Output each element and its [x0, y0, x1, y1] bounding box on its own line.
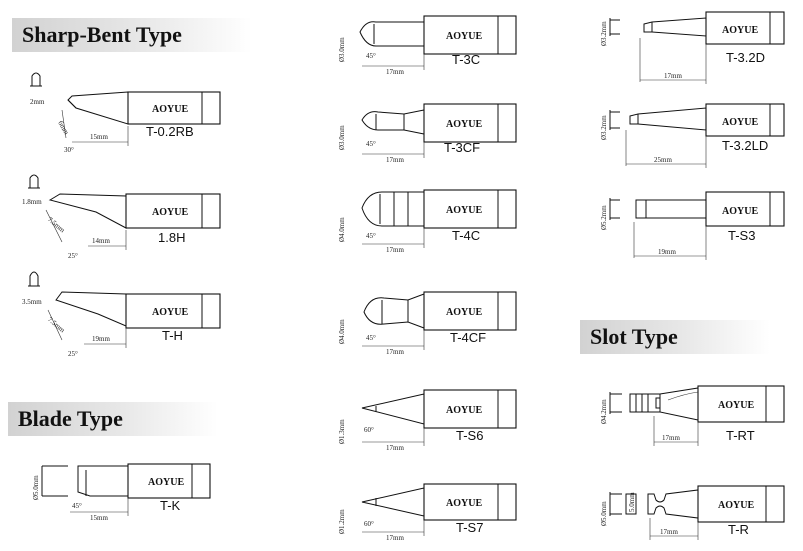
dim-angle: 45°	[366, 334, 376, 342]
dim-angle: 25°	[68, 350, 78, 358]
brand-logo: AOYUE	[718, 500, 754, 511]
tip-t32ld: Ø3.2mm AOYUE 25mm T-3.2LD	[594, 94, 790, 174]
model-label: T-RT	[726, 428, 755, 443]
model-label: T-R	[728, 522, 749, 537]
dim-length: 17mm	[660, 528, 678, 536]
dim-length: 17mm	[386, 68, 404, 76]
tip-t3cf: Ø3.0mm AOYUE 45° 17mm T-3CF	[332, 96, 522, 168]
dim-angle: 45°	[366, 140, 376, 148]
dim-length: 14mm	[92, 237, 110, 245]
brand-logo: AOYUE	[152, 307, 188, 318]
dim-tip-width: 3.5mm	[22, 298, 42, 306]
model-label: T-4CF	[450, 330, 487, 345]
brand-logo: AOYUE	[446, 119, 482, 130]
tip-ts6: Ø1.3mm AOYUE 60° 17mm T-S6	[332, 384, 522, 460]
model-label: T-0.2RB	[146, 124, 194, 139]
dim-length: 15mm	[90, 514, 108, 522]
dim-length: 15mm	[90, 133, 108, 141]
brand-logo: AOYUE	[446, 307, 482, 318]
tip-t4c: Ø4.0mm AOYUE 45° 17mm T-4C	[332, 184, 522, 260]
dim-length: 17mm	[662, 434, 680, 442]
brand-logo: AOYUE	[148, 477, 184, 488]
dim-angle: 45°	[366, 232, 376, 240]
dim-diameter: Ø4.2mm	[600, 399, 608, 424]
dim-diameter: Ø5.0mm	[600, 501, 608, 526]
model-label: 1.8H	[158, 230, 186, 245]
dim-diameter: Ø4.0mm	[338, 319, 346, 344]
brand-logo: AOYUE	[152, 207, 188, 218]
dim-diameter: Ø4.0mm	[338, 217, 346, 242]
tip-18h: 1.8mm AOYUE 7.5mm 14mm 25° 1.8H	[22, 170, 227, 265]
dim-angle: 60°	[364, 520, 374, 528]
section-title-sharp-bent: Sharp-Bent Type	[12, 18, 252, 52]
dim-diameter: Ø3.0mm	[338, 37, 346, 62]
brand-logo: AOYUE	[446, 205, 482, 216]
dim-length: 19mm	[658, 248, 676, 256]
dim-length: 17mm	[386, 348, 404, 356]
brand-logo: AOYUE	[152, 104, 188, 115]
model-label: T-S7	[456, 520, 484, 535]
model-label: T-H	[162, 328, 183, 343]
dim-length: 17mm	[664, 72, 682, 80]
model-label: T-3.2LD	[722, 138, 769, 153]
brand-logo: AOYUE	[722, 25, 758, 36]
brand-logo: AOYUE	[722, 117, 758, 128]
dim-bend-length: 7.5mm	[46, 216, 67, 235]
dim-diameter: Ø3.0mm	[338, 125, 346, 150]
dim-tip-width: 2mm	[30, 98, 45, 106]
tip-tk: Ø5.0mm AOYUE 45° 15mm T-K	[28, 452, 228, 532]
dim-length: 25mm	[654, 156, 672, 164]
dim-diameter: Ø3.2mm	[600, 115, 608, 140]
dim-length: 17mm	[386, 444, 404, 452]
dim-length: 17mm	[386, 246, 404, 254]
dim-diameter: Ø1.3mm	[338, 419, 346, 444]
dim-length: 19mm	[92, 335, 110, 343]
section-title-blade: Blade Type	[8, 402, 218, 436]
dim-diameter: Ø5.2mm	[600, 205, 608, 230]
dim-bend-length: 7.5mm	[46, 316, 67, 335]
dim-diameter: Ø1.2mm	[338, 509, 346, 534]
brand-logo: AOYUE	[722, 206, 758, 217]
dim-angle: 60°	[364, 426, 374, 434]
tip-tr: Ø5.0mm 5.0mm AOYUE 17mm T-R	[594, 476, 790, 550]
dim-length: 17mm	[386, 156, 404, 164]
model-label: T-S3	[728, 228, 756, 243]
tip-t3c: Ø3.0mm AOYUE 45° 17mm T-3C	[332, 8, 522, 80]
tip-ts3: Ø5.2mm AOYUE 19mm T-S3	[594, 184, 790, 264]
brand-logo: AOYUE	[718, 400, 754, 411]
tip-ts7: Ø1.2mm AOYUE 60° 17mm T-S7	[332, 476, 522, 550]
model-label: T-3CF	[444, 140, 481, 155]
dim-diameter: Ø5.0mm	[32, 475, 40, 500]
dim-angle: 25°	[68, 252, 78, 260]
tip-trt: Ø4.2mm AOYUE 17mm T-RT	[594, 380, 790, 462]
tip-t4cf: Ø4.0mm AOYUE 45° 17mm T-4CF	[332, 286, 522, 362]
brand-logo: AOYUE	[446, 405, 482, 416]
dim-length: 17mm	[386, 534, 404, 542]
model-label: T-K	[160, 498, 181, 513]
model-label: T-3.2D	[726, 50, 766, 65]
model-label: T-S6	[456, 428, 484, 443]
dim-angle: 30°	[64, 146, 74, 154]
dim-tip-width: 1.8mm	[22, 198, 42, 206]
dim-angle: 45°	[72, 502, 82, 510]
tip-th: 3.5mm AOYUE 7.5mm 19mm 25° T-H	[22, 266, 227, 361]
tip-t32d: Ø3.2mm AOYUE 17mm T-3.2D	[594, 6, 790, 86]
tip-t02rb: 2mm AOYUE 6mm 15mm 30° T-0.2RB	[28, 68, 228, 158]
dim-slot-width: 5.0mm	[628, 492, 636, 512]
dim-angle: 45°	[366, 52, 376, 60]
section-title-slot: Slot Type	[580, 320, 770, 354]
brand-logo: AOYUE	[446, 498, 482, 509]
dim-bend-length: 6mm	[56, 120, 70, 137]
dim-diameter: Ø3.2mm	[600, 21, 608, 46]
model-label: T-3C	[452, 52, 481, 67]
brand-logo: AOYUE	[446, 31, 482, 42]
model-label: T-4C	[452, 228, 481, 243]
